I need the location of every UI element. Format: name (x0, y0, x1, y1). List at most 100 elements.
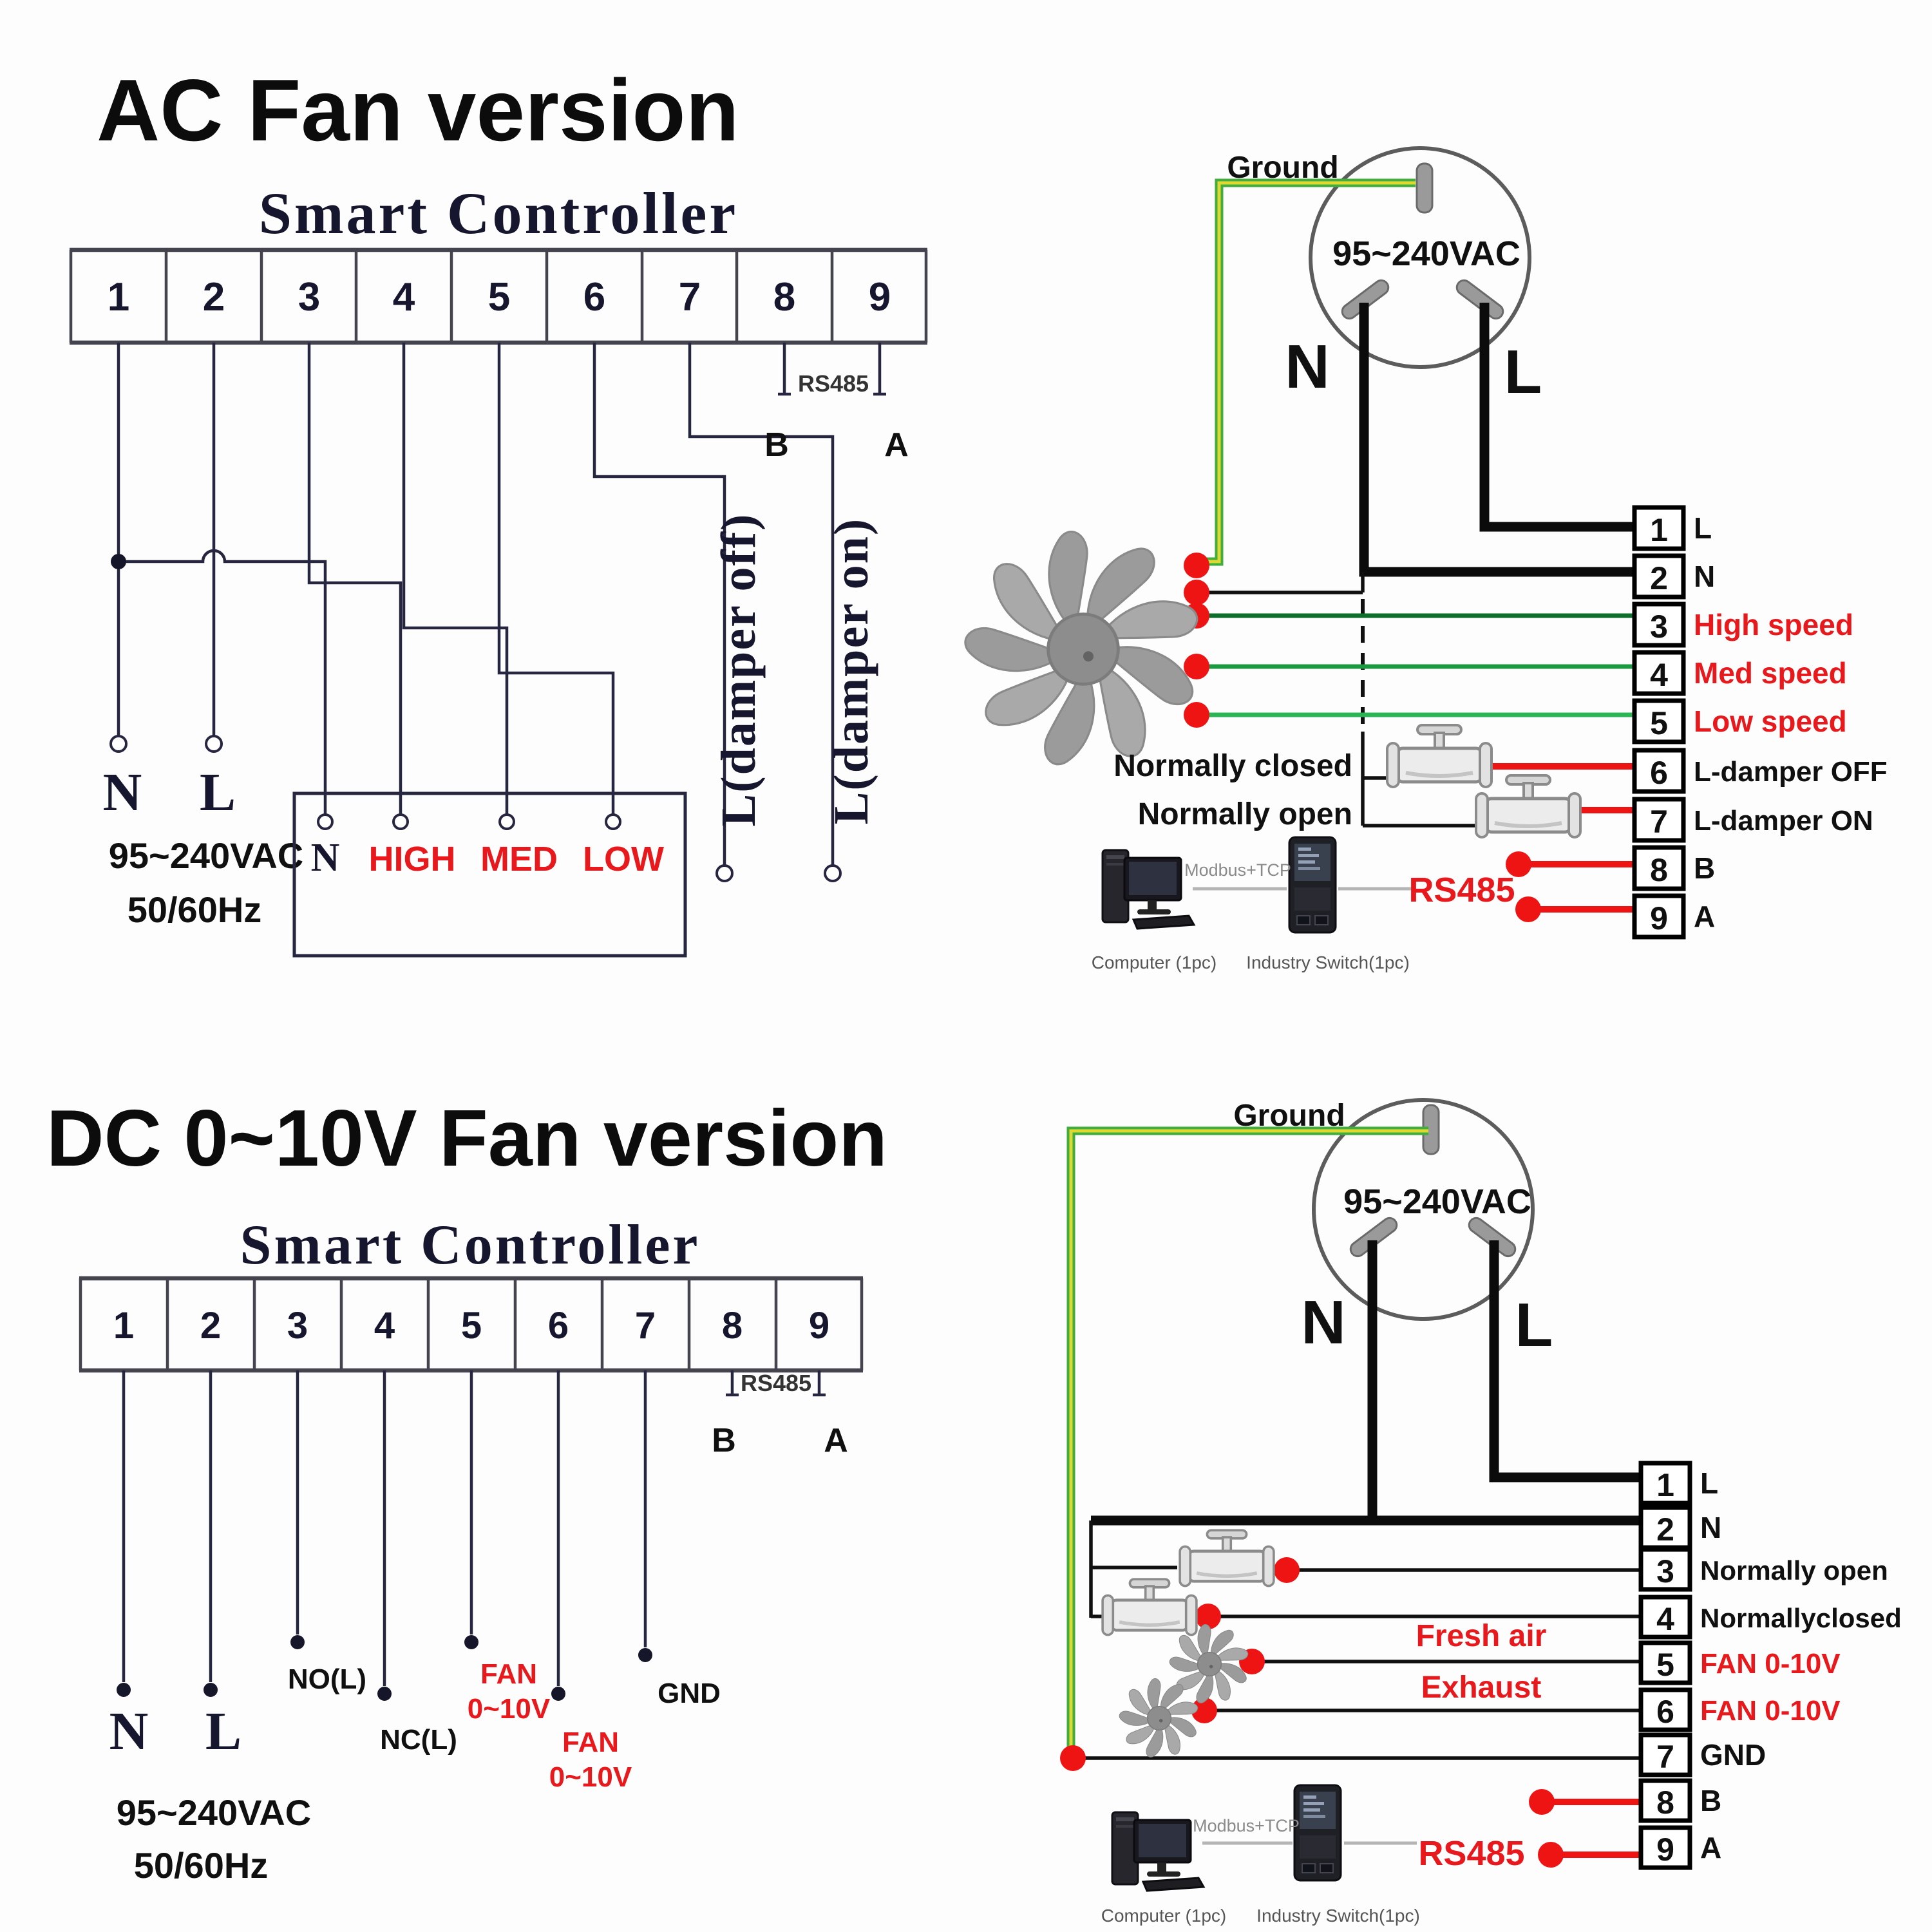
dc-l-wire-dot (204, 1683, 218, 1697)
dc-block-num-4: 4 (1656, 1601, 1674, 1637)
terminal-row: 5 Low speed (1632, 698, 1847, 744)
ac-block-label-6: L-damper OFF (1694, 756, 1888, 788)
dc-nc-label: NC(L) (380, 1724, 457, 1756)
connection-dot-low (1184, 702, 1209, 728)
terminal-row: 3 High speed (1632, 601, 1853, 648)
ac-supply-freq: 50/60Hz (128, 889, 262, 930)
industry-switch-icon (1288, 836, 1337, 934)
dc-fresh-air-label: Fresh air (1416, 1619, 1547, 1653)
dc-plug-l-label: L (1515, 1291, 1553, 1359)
ac-terminal-block: 1 L 2 N 3 High speed 4 Med speed 5 Low s… (1632, 505, 1888, 940)
computer-icon (1101, 849, 1195, 930)
dc-fan1-label-line2: 0~10V (468, 1693, 551, 1725)
dc-terminal-number: 7 (635, 1305, 656, 1347)
ac-block-num-6: 6 (1650, 755, 1668, 791)
wire-ac-6 (592, 343, 726, 866)
connection-dot-a (1538, 1842, 1564, 1868)
terminal-row: 1 L (1638, 1461, 1718, 1506)
dc-block-num-7: 7 (1656, 1739, 1674, 1775)
dc-strip-dividers (79, 1278, 864, 1370)
ac-rs485-left-label: RS485 (798, 370, 869, 397)
dc-gnd-wire-dot (638, 1648, 652, 1662)
fan-icon (961, 527, 1202, 768)
dc-block-num-9: 9 (1656, 1832, 1674, 1868)
dc-nc-wire-dot (377, 1687, 392, 1701)
ac-plug-n-label: N (1285, 332, 1329, 401)
dc-terminal-number: 6 (548, 1305, 569, 1347)
dc-controller-title: Smart Controller (240, 1214, 701, 1276)
ac-damper-on-label: L(damper on) (824, 518, 878, 825)
ac-terminal-number: 3 (298, 275, 320, 319)
ac-block-label-8: B (1694, 851, 1715, 885)
ac-terminal-number: 9 (869, 275, 891, 319)
wire-dc-8-stub (726, 1370, 739, 1397)
terminal-row: 7 L-damper ON (1632, 797, 1873, 843)
ac-damper-off-circle (715, 864, 734, 882)
ac-terminal-number: 2 (203, 275, 225, 319)
dc-smart-controller: Smart Controller 1 2 3 4 5 6 7 8 9 (79, 1214, 864, 1373)
dc-rs485-left-label: RS485 (741, 1370, 811, 1396)
ac-damper-off-label: L(damper off) (712, 513, 766, 827)
dc-no-label: NO(L) (288, 1663, 366, 1695)
dc-supply-voltage: 95~240VAC (117, 1792, 312, 1833)
dc-block-num-8: 8 (1656, 1785, 1674, 1821)
ac-b-label: B (764, 426, 789, 464)
dc-title: DC 0~10V Fan version (46, 1094, 887, 1183)
ac-smart-controller: Smart Controller 1 2 3 4 5 6 7 8 9 (69, 180, 928, 345)
dc-terminal-number: 5 (461, 1305, 482, 1347)
ac-n-terminal-circle (109, 735, 128, 753)
ac-supply-voltage: 95~240VAC (109, 835, 304, 876)
dc-supply-freq: 50/60Hz (134, 1845, 269, 1886)
ac-left-wiring (109, 343, 886, 882)
dc-comms: Modbus+TCP Computer (1pc) Industry Switc… (1101, 1784, 1525, 1926)
dc-modbus-label: Modbus+TCP (1193, 1816, 1300, 1835)
wire-ac-3 (307, 343, 402, 814)
fan-box-med-circle (498, 813, 515, 830)
dc-block-label-8: B (1700, 1784, 1721, 1817)
ac-normally-closed-label: Normally closed (1113, 749, 1352, 783)
dc-plug-voltage: 95~240VAC (1343, 1182, 1531, 1221)
fan-box-outline (292, 791, 687, 958)
ac-block-num-5: 5 (1650, 705, 1668, 741)
dc-block-num-1: 1 (1656, 1467, 1674, 1503)
terminal-row: 4 Med speed (1632, 650, 1847, 696)
ac-block-num-9: 9 (1650, 900, 1668, 936)
wire-ac-8-stub (778, 343, 791, 396)
fan-box-high-circle (392, 813, 409, 830)
ac-a-label: A (884, 426, 909, 464)
terminal-row: 5 FAN 0-10V (1638, 1640, 1841, 1685)
fan-box-med-label: MED (480, 840, 558, 878)
ac-terminal-number: 5 (488, 275, 510, 319)
ac-terminal-number: 6 (583, 275, 605, 319)
fan-box-low-label: LOW (583, 840, 664, 878)
dc-fan1-label-line1: FAN (480, 1658, 537, 1690)
dc-right-wiring (1060, 1126, 1641, 1868)
wire-ac-live (1479, 303, 1634, 532)
valve-icon-normally-closed (1387, 725, 1492, 787)
connection-dot-b (1506, 851, 1531, 877)
ac-normally-open-label: Normally open (1138, 797, 1352, 831)
connection-dot-ground (1184, 553, 1209, 578)
dc-block-num-2: 2 (1656, 1511, 1674, 1548)
connection-dot-a (1515, 896, 1541, 922)
ac-computer-label: Computer (1pc) (1092, 952, 1217, 972)
ac-fan-terminal-box: N HIGH MED LOW (292, 791, 687, 958)
dc-supply-n-label: N (109, 1701, 149, 1761)
dc-block-num-3: 3 (1656, 1553, 1674, 1589)
dc-b-label: B (712, 1422, 736, 1459)
dc-supply-l-label: L (205, 1701, 242, 1761)
dc-terminal-number: 9 (809, 1305, 829, 1347)
terminal-row: 8 B (1632, 845, 1715, 891)
dc-block-label-6: FAN 0-10V (1700, 1695, 1841, 1727)
connection-dot-fan2 (1191, 1698, 1217, 1723)
dc-terminal-number: 8 (722, 1305, 743, 1347)
ac-terminal-number: 4 (393, 275, 415, 319)
ac-plug-l-label: L (1504, 337, 1542, 406)
ac-comms: Modbus+TCP Computer (1pc) Industry Switc… (1092, 836, 1515, 972)
dc-block-label-7: GND (1700, 1738, 1766, 1772)
ac-block-label-3: High speed (1694, 608, 1853, 641)
dc-block-label-4: Normallyclosed (1700, 1603, 1902, 1633)
dc-left-wiring (117, 1370, 826, 1701)
